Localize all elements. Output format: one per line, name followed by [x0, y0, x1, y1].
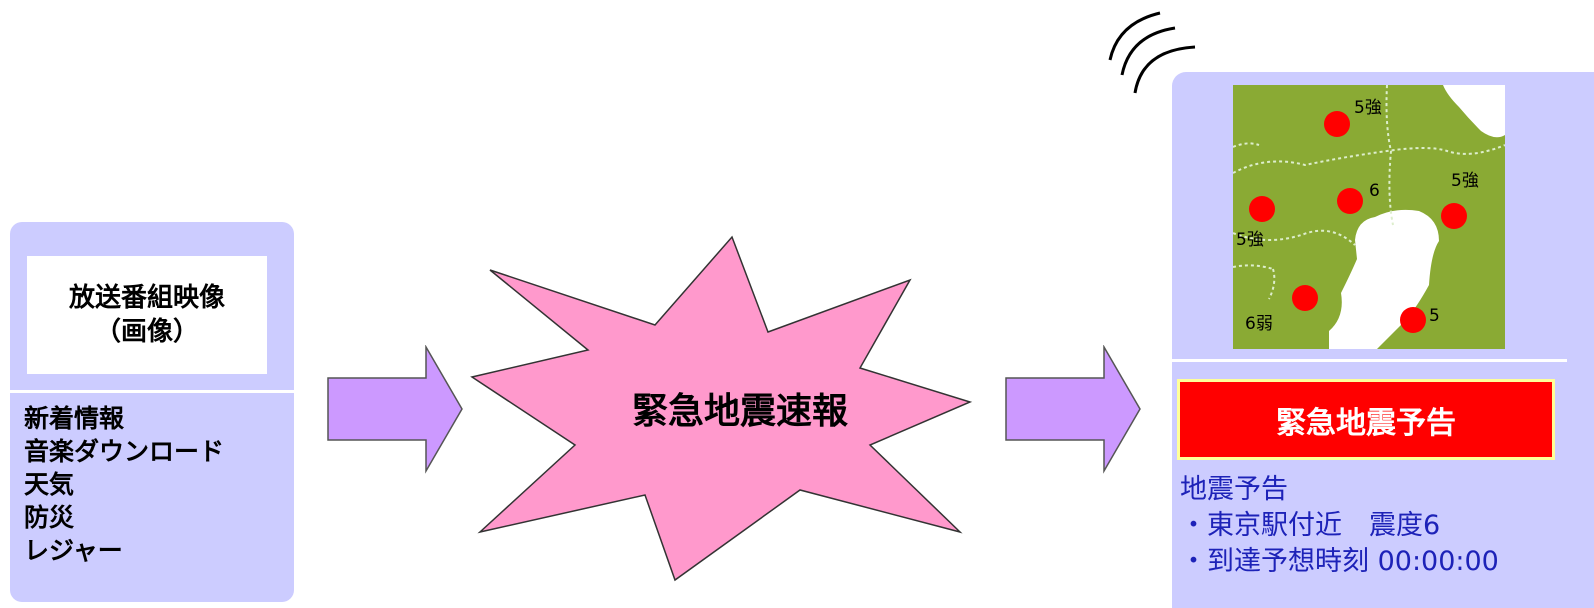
menu-item-news[interactable]: 新着情報 — [24, 404, 125, 433]
intensity-marker — [1292, 285, 1318, 311]
marker-label: 5強 — [1451, 171, 1479, 191]
intensity-marker — [1324, 111, 1350, 137]
forecast-text: 地震予告 ・東京駅付近 震度6 ・到達予想時刻 00:00:00 — [1180, 472, 1499, 580]
right-divider — [1172, 359, 1567, 362]
forecast-location: ・東京駅付近 震度6 — [1180, 510, 1441, 541]
broadcast-image-label: （画像） — [94, 317, 199, 347]
earthquake-burst-shape — [470, 235, 973, 582]
menu-item-leisure[interactable]: レジャー — [24, 536, 123, 565]
intensity-marker — [1337, 188, 1363, 214]
alert-label: 緊急地震予告 — [1276, 405, 1456, 441]
arrow-right-icon — [1005, 345, 1141, 474]
broadcast-video-label: 放送番組映像 — [68, 283, 225, 313]
arrow-right-icon — [327, 345, 463, 474]
marker-label: 5強 — [1236, 230, 1264, 250]
intensity-marker — [1441, 203, 1467, 229]
menu-item-disaster[interactable]: 防災 — [24, 503, 75, 532]
forecast-arrival-time: ・到達予想時刻 00:00:00 — [1180, 546, 1499, 577]
menu-item-weather[interactable]: 天気 — [24, 470, 75, 499]
intensity-marker — [1249, 196, 1275, 222]
right-phone-screen: 5強 6 5強 5強 6弱 5 緊急地震予告 地震予告 ・東京駅付近 震度6 ・… — [1172, 72, 1594, 608]
left-divider — [10, 390, 294, 393]
earthquake-intensity-map: 5強 6 5強 5強 6弱 5 — [1233, 85, 1505, 349]
marker-label: 5 — [1429, 306, 1440, 326]
forecast-title: 地震予告 — [1180, 474, 1288, 505]
broadcast-video-area: 放送番組映像 （画像） — [27, 256, 267, 374]
marker-label: 5強 — [1354, 98, 1382, 118]
map-sea-bay — [1329, 209, 1439, 349]
map-sea-north — [1443, 85, 1505, 138]
earthquake-alert-banner[interactable]: 緊急地震予告 — [1177, 379, 1555, 460]
marker-label: 6弱 — [1245, 314, 1273, 334]
menu-item-music-download[interactable]: 音楽ダウンロード — [24, 437, 225, 466]
emergency-earthquake-bulletin-label: 緊急地震速報 — [631, 391, 848, 432]
marker-label: 6 — [1369, 181, 1380, 201]
signal-waves-icon — [1108, 11, 1196, 94]
left-phone-screen: 放送番組映像 （画像） 新着情報 音楽ダウンロード 天気 防災 レジャー — [10, 222, 294, 602]
left-menu: 新着情報 音楽ダウンロード 天気 防災 レジャー — [24, 402, 224, 567]
intensity-marker — [1400, 307, 1426, 333]
